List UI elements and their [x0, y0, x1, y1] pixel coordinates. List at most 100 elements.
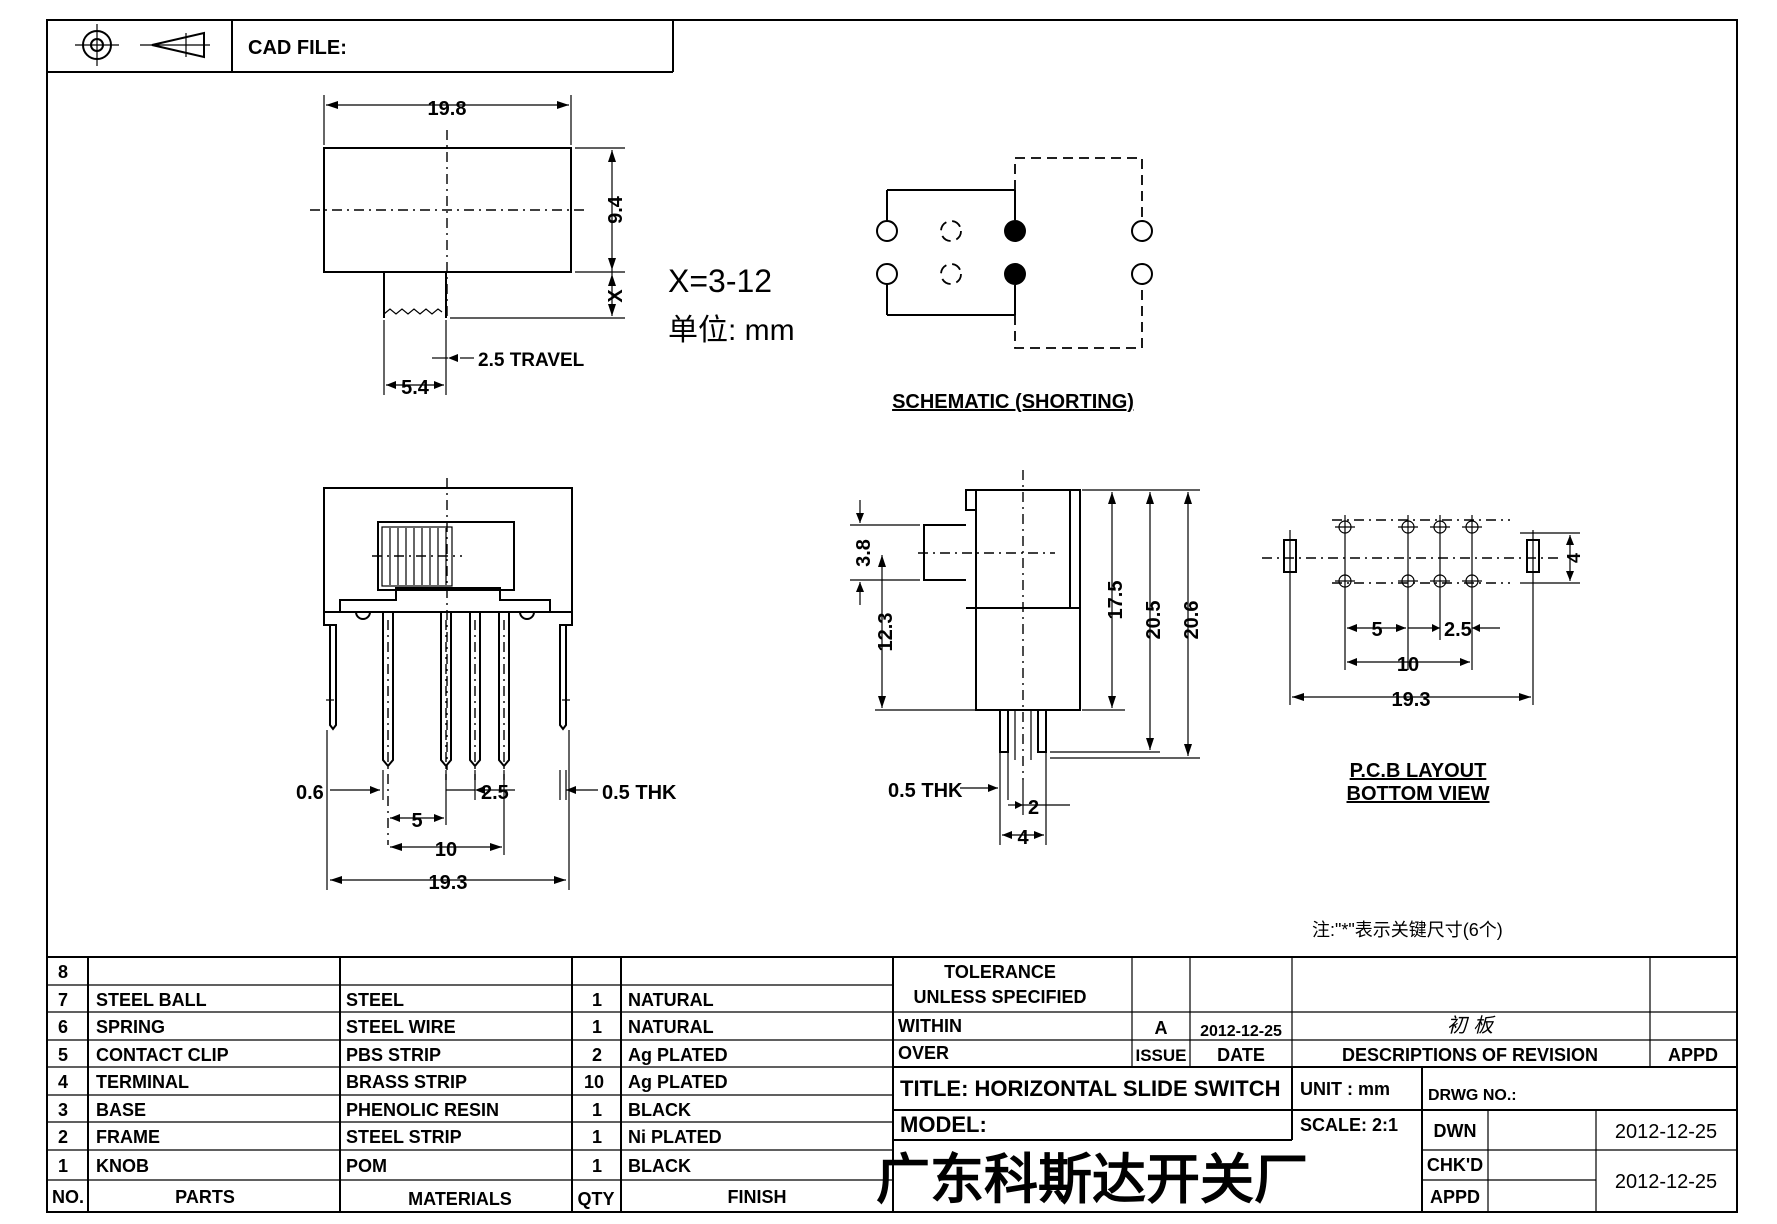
- dim-20-6: 20.6: [1181, 601, 1203, 640]
- dim-10-front: 10: [435, 839, 457, 861]
- row-no: 5: [58, 1045, 68, 1065]
- dwn-date: 2012-12-25: [1615, 1121, 1717, 1143]
- header-parts: PARTS: [175, 1187, 235, 1207]
- row-qty: 10: [584, 1072, 604, 1092]
- row-finish: Ni PLATED: [628, 1127, 722, 1147]
- bom-table: 8 7 STEEL BALL STEEL 1 NATURAL 6 SPRING …: [52, 962, 787, 1209]
- dim-3-8: 3.8: [853, 539, 875, 567]
- dim-19-3-front: 19.3: [429, 872, 468, 894]
- front-view: 19.3 10 5 2.5 0.6 0.5 THK: [296, 478, 677, 894]
- dim-20-5: 20.5: [1143, 601, 1165, 640]
- row-no: 7: [58, 990, 68, 1010]
- row-material: POM: [346, 1156, 387, 1176]
- unit-label: UNIT : mm: [1300, 1079, 1390, 1099]
- issue-label: ISSUE: [1135, 1046, 1186, 1065]
- model-label: MODEL:: [900, 1112, 987, 1137]
- projection-symbol-icon: [75, 24, 210, 66]
- row-finish: BLACK: [628, 1100, 691, 1120]
- top-view: 19.8 9.4 X 5.4 2.5 TRAVEL: [310, 95, 627, 399]
- scale-label: SCALE: 2:1: [1300, 1115, 1398, 1135]
- row-material: STEEL WIRE: [346, 1017, 456, 1037]
- revision-description: 初 板: [1447, 1013, 1496, 1037]
- row-material: STEEL: [346, 990, 404, 1010]
- row-finish: NATURAL: [628, 990, 714, 1010]
- row-no: 8: [58, 962, 68, 982]
- appd-label: APPD: [1668, 1045, 1718, 1065]
- row-part: KNOB: [96, 1156, 149, 1176]
- dim-2-side: 2: [1028, 797, 1039, 819]
- row-no: 1: [58, 1156, 68, 1176]
- row-material: PHENOLIC RESIN: [346, 1100, 499, 1120]
- header-qty: QTY: [577, 1189, 614, 1209]
- header-materials: MATERIALS: [408, 1189, 512, 1209]
- dim-17-5: 17.5: [1105, 581, 1127, 620]
- row-finish: BLACK: [628, 1156, 691, 1176]
- table-row: 7 STEEL BALL STEEL 1 NATURAL: [58, 990, 714, 1010]
- company-name: 广东科斯达开关厂: [876, 1150, 1308, 1210]
- date-label: DATE: [1217, 1045, 1265, 1065]
- unless-specified-label: UNLESS SPECIFIED: [913, 987, 1086, 1007]
- schematic-diagram: [876, 157, 1153, 349]
- row-material: STEEL STRIP: [346, 1127, 462, 1147]
- row-material: BRASS STRIP: [346, 1072, 467, 1092]
- row-part: STEEL BALL: [96, 990, 207, 1010]
- cad-file-label: CAD FILE:: [248, 37, 347, 59]
- dim-19-8: 19.8: [428, 98, 467, 120]
- table-row: 4 TERMINAL BRASS STRIP 10 Ag PLATED: [58, 1072, 728, 1092]
- row-no: 2: [58, 1127, 68, 1147]
- side-view: 3.8 12.3 17.5 20.5 20.6 0.5 THK 2 4: [850, 470, 1203, 849]
- table-row: 2 FRAME STEEL STRIP 1 Ni PLATED: [58, 1127, 722, 1147]
- chkd-label: CHK'D: [1427, 1155, 1483, 1175]
- travel-label: 2.5 TRAVEL: [478, 350, 585, 371]
- dim-4-pcb: 4: [1564, 553, 1584, 563]
- row-no: 6: [58, 1017, 68, 1037]
- drwg-no-label: DRWG NO.:: [1428, 1087, 1517, 1104]
- row-finish: Ag PLATED: [628, 1045, 728, 1065]
- dim-5-front: 5: [411, 810, 422, 832]
- row-part: BASE: [96, 1100, 146, 1120]
- title-block: TOLERANCE UNLESS SPECIFIED WITHIN OVER A…: [876, 962, 1718, 1210]
- row-finish: NATURAL: [628, 1017, 714, 1037]
- thk-side: 0.5 THK: [888, 780, 963, 802]
- key-dimension-note: 注:"*"表示关键尺寸(6个): [1312, 920, 1503, 940]
- table-row: 6 SPRING STEEL WIRE 1 NATURAL: [58, 1017, 714, 1037]
- row-qty: 1: [592, 1127, 602, 1147]
- dwn-label: DWN: [1434, 1121, 1477, 1141]
- dim-10-pcb: 10: [1397, 654, 1419, 676]
- dim-5-4: 5.4: [401, 377, 430, 399]
- table-row: 5 CONTACT CLIP PBS STRIP 2 Ag PLATED: [58, 1045, 728, 1065]
- dim-9-4: 9.4: [605, 195, 627, 224]
- dim-19-3-pcb: 19.3: [1392, 689, 1431, 711]
- table-row: 1 KNOB POM 1 BLACK: [58, 1156, 691, 1176]
- row-part: FRAME: [96, 1127, 160, 1147]
- row-no: 3: [58, 1100, 68, 1120]
- title-block-grid: [47, 956, 1737, 1212]
- row-no: 4: [58, 1072, 68, 1092]
- table-header-row: NO. PARTS MATERIALS QTY FINISH: [52, 1187, 787, 1209]
- table-row: 3 BASE PHENOLIC RESIN 1 BLACK: [58, 1100, 691, 1120]
- issue-value: A: [1155, 1018, 1168, 1038]
- pcb-caption-2: BOTTOM VIEW: [1347, 783, 1490, 805]
- descriptions-of-revision-label: DESCRIPTIONS OF REVISION: [1342, 1045, 1598, 1065]
- dim-x: X: [605, 289, 627, 303]
- row-qty: 1: [592, 1100, 602, 1120]
- row-qty: 2: [592, 1045, 602, 1065]
- header-no: NO.: [52, 1187, 84, 1207]
- row-part: CONTACT CLIP: [96, 1045, 229, 1065]
- row-material: PBS STRIP: [346, 1045, 441, 1065]
- dim-12-3: 12.3: [875, 613, 897, 652]
- row-part: SPRING: [96, 1017, 165, 1037]
- row-qty: 1: [592, 990, 602, 1010]
- pcb-layout: 4 5 2.5 10 19.3: [1262, 515, 1584, 711]
- within-label: WITHIN: [898, 1016, 962, 1036]
- drawing-title: TITLE: HORIZONTAL SLIDE SWITCH: [900, 1076, 1281, 1101]
- schematic-caption: SCHEMATIC (SHORTING): [892, 391, 1134, 413]
- appd-row-label: APPD: [1430, 1187, 1480, 1207]
- pcb-caption-1: P.C.B LAYOUT: [1350, 760, 1487, 782]
- header-finish: FINISH: [727, 1187, 786, 1207]
- dim-2-5-pcb: 2.5: [1444, 619, 1472, 641]
- row-qty: 1: [592, 1156, 602, 1176]
- dim-0-6: 0.6: [296, 782, 324, 804]
- over-label: OVER: [898, 1043, 949, 1063]
